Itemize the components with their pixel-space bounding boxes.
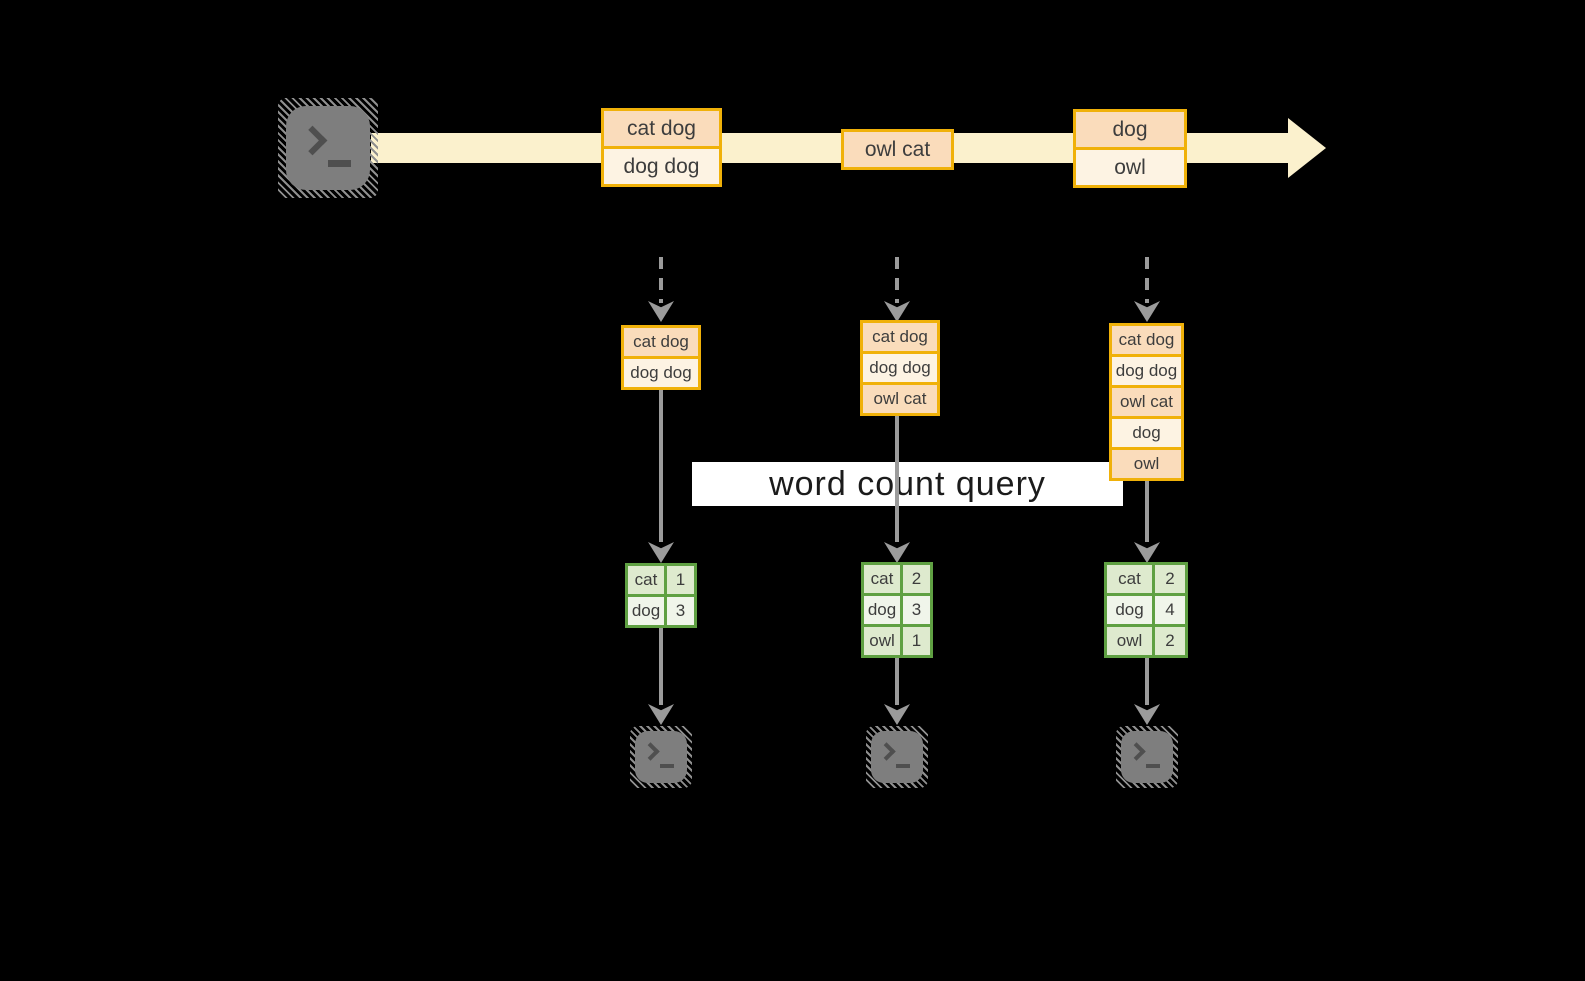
arrowhead-icon (1134, 542, 1160, 563)
arrowhead-icon (1134, 704, 1160, 725)
stream-batch-1: cat dog dog dog (601, 108, 722, 187)
query-label: word count query (769, 465, 1046, 503)
count-cell: 1 (903, 627, 930, 655)
source-terminal-icon (278, 98, 378, 198)
sink-terminal-icon (866, 726, 928, 788)
arrowhead-icon (648, 704, 674, 725)
stream-cell: dog dog (604, 146, 719, 184)
stream-cell: owl cat (844, 132, 951, 167)
counts-table-2: cat 2 dog 3 owl 1 (861, 562, 933, 658)
stream-batch-3: dog owl (1073, 109, 1187, 188)
stream-cell: owl (1076, 147, 1184, 185)
arrowhead-icon (648, 542, 674, 563)
arrow-line (895, 416, 899, 542)
microbatch-input-2: cat dog dog dog owl cat (860, 320, 940, 416)
stream-cell: cat dog (604, 111, 719, 146)
word-cell: owl (864, 627, 900, 655)
count-cell: 3 (667, 597, 694, 625)
prompt-underscore-icon (1146, 764, 1160, 768)
sink-terminal-icon (1116, 726, 1178, 788)
counts-table-3: cat 2 dog 4 owl 2 (1104, 562, 1188, 658)
count-cell: 3 (903, 596, 930, 624)
table-row: cat 2 (1107, 565, 1185, 593)
count-cell: 1 (667, 566, 694, 594)
stream-arrowhead-icon (1288, 118, 1326, 178)
count-cell: 2 (903, 565, 930, 593)
batch-cell: owl cat (863, 382, 937, 413)
word-cell: cat (864, 565, 900, 593)
arrowhead-icon (884, 542, 910, 563)
arrow-line (1145, 658, 1149, 705)
batch-cell: owl (1112, 447, 1181, 478)
stream-batch-2: owl cat (841, 129, 954, 170)
dashed-arrowhead-icon (648, 301, 674, 322)
word-cell: dog (1107, 596, 1152, 624)
word-cell: cat (628, 566, 664, 594)
dashed-arrowhead-icon (884, 301, 910, 322)
count-cell: 2 (1155, 565, 1185, 593)
counts-table-1: cat 1 dog 3 (625, 563, 697, 628)
table-row: dog 3 (628, 597, 694, 625)
table-row: owl 2 (1107, 627, 1185, 655)
batch-cell: dog dog (863, 351, 937, 382)
table-row: cat 2 (864, 565, 930, 593)
prompt-underscore-icon (660, 764, 674, 768)
arrow-line (1145, 481, 1149, 542)
dashed-arrow-line (1145, 257, 1149, 303)
dashed-arrow-line (895, 257, 899, 303)
count-cell: 4 (1155, 596, 1185, 624)
arrow-line (659, 628, 663, 705)
batch-cell: cat dog (863, 323, 937, 351)
batch-cell: cat dog (624, 328, 698, 356)
table-row: dog 3 (864, 596, 930, 624)
table-row: dog 4 (1107, 596, 1185, 624)
batch-cell: dog dog (1112, 354, 1181, 385)
batch-cell: dog (1112, 416, 1181, 447)
dashed-arrowhead-icon (1134, 301, 1160, 322)
terminal-body (1121, 731, 1173, 783)
prompt-underscore-icon (896, 764, 910, 768)
prompt-underscore-icon (328, 160, 351, 167)
terminal-body (635, 731, 687, 783)
count-cell: 2 (1155, 627, 1185, 655)
word-cell: dog (628, 597, 664, 625)
arrow-line (659, 390, 663, 542)
batch-cell: dog dog (624, 356, 698, 387)
word-cell: dog (864, 596, 900, 624)
word-cell: cat (1107, 565, 1152, 593)
arrow-line (895, 658, 899, 705)
terminal-body (871, 731, 923, 783)
terminal-body (286, 106, 370, 190)
query-band: word count query (692, 462, 1123, 506)
batch-cell: cat dog (1112, 326, 1181, 354)
dashed-arrow-line (659, 257, 663, 303)
microbatch-input-1: cat dog dog dog (621, 325, 701, 390)
batch-cell: owl cat (1112, 385, 1181, 416)
sink-terminal-icon (630, 726, 692, 788)
stream-cell: dog (1076, 112, 1184, 147)
table-row: owl 1 (864, 627, 930, 655)
arrowhead-icon (884, 704, 910, 725)
table-row: cat 1 (628, 566, 694, 594)
microbatch-input-3: cat dog dog dog owl cat dog owl (1109, 323, 1184, 481)
word-cell: owl (1107, 627, 1152, 655)
